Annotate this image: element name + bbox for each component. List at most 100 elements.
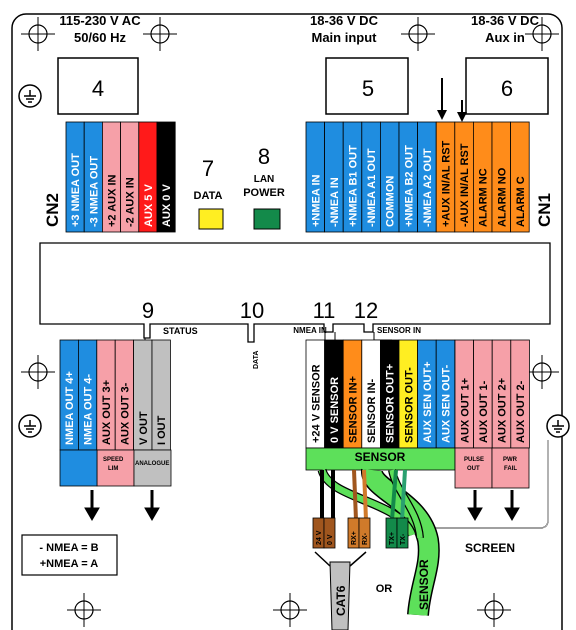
nmea-legend-b: - NMEA = B bbox=[39, 542, 98, 554]
aux-in-label: Aux in bbox=[485, 30, 525, 45]
speed-lim-label: SPEED bbox=[103, 457, 124, 463]
sensor-in-port-number: 12 bbox=[354, 298, 378, 323]
data-port-label: DATA bbox=[253, 351, 260, 369]
terminal-nmea-b1-out: +NMEA B1 OUT bbox=[342, 121, 363, 233]
terminal-label: SENSOR IN- bbox=[366, 378, 378, 443]
ground-icon bbox=[546, 414, 570, 438]
terminal-24-v-sensor: +24 V SENSOR bbox=[305, 339, 326, 449]
terminal-aux-out-3: AUX OUT 3+ bbox=[96, 339, 116, 451]
svg-text:0 V: 0 V bbox=[327, 534, 334, 545]
terminal-label: I OUT bbox=[156, 415, 168, 445]
cat6-wire-0-v: 0 V bbox=[323, 517, 336, 549]
terminal-nmea-a1-out: -NMEA A1 OUT bbox=[361, 121, 381, 233]
terminal-sensor-in: SENSOR IN- bbox=[361, 339, 381, 449]
terminal-label: AUX OUT 3+ bbox=[101, 380, 113, 445]
terminal-label: -2 AUX IN bbox=[125, 177, 137, 227]
terminal-label: AUX OUT 3- bbox=[119, 382, 131, 445]
screen-label: SCREEN bbox=[465, 541, 515, 555]
nmea-in-port-number: 11 bbox=[313, 298, 336, 323]
lan-led-number: 8 bbox=[258, 144, 270, 169]
cat6-wire-24-v: 24 V bbox=[312, 517, 325, 549]
terminal-label: AUX SEN OUT+ bbox=[422, 361, 434, 443]
terminal-label: ALARM NC bbox=[478, 168, 490, 227]
cn2-terminal-block: +3 NMEA OUT -3 NMEA OUT +2 AUX IN -2 AUX IN… bbox=[65, 121, 176, 233]
cat6-label: CAT6 bbox=[334, 585, 348, 616]
sensor-terminal-block: +24 V SENSOR 0 V SENSOR SENSOR IN+ SENSOR I… bbox=[305, 339, 456, 471]
terminal-aux-in-al-rst: +AUX IN/AL RST bbox=[435, 121, 456, 233]
terminal-aux-in-al-rst: -AUX IN/AL RST bbox=[454, 121, 474, 233]
pulse-out-label-2: OUT bbox=[467, 466, 480, 472]
terminal-label: AUX 5 V bbox=[143, 184, 155, 227]
ac-frequency-label: 50/60 Hz bbox=[74, 30, 127, 45]
nmea-legend-box bbox=[21, 534, 118, 576]
terminal-label: COMMON bbox=[385, 176, 397, 227]
terminal-nmea-out-4: NMEA OUT 4- bbox=[78, 339, 98, 451]
main-input-label: Main input bbox=[312, 30, 378, 45]
terminal-nmea-in: -NMEA IN bbox=[324, 121, 344, 233]
terminal-label: AUX SEN OUT- bbox=[441, 364, 453, 443]
terminal-label: SENSOR IN+ bbox=[348, 376, 360, 443]
terminal-label: AUX 0 V bbox=[161, 184, 173, 227]
cat6-wire-rx: RX- bbox=[358, 517, 371, 549]
terminal-label: AUX OUT 2- bbox=[515, 380, 527, 443]
cn1-terminal-block: +NMEA IN-NMEA IN+NMEA B1 OUT-NMEA A1 OUT… bbox=[305, 121, 530, 233]
cat6-wire-tx: TX+ bbox=[385, 517, 398, 549]
power-led-label: POWER bbox=[243, 187, 285, 199]
terminal-3-nmea-out: +3 NMEA OUT bbox=[65, 121, 85, 233]
terminal-aux-sen-out: AUX SEN OUT- bbox=[435, 339, 456, 449]
terminal-label: +2 AUX IN bbox=[107, 174, 119, 227]
terminal-label: -3 NMEA OUT bbox=[88, 156, 100, 227]
pulse-out-group: PULSE OUT bbox=[454, 447, 493, 489]
svg-text:RX-: RX- bbox=[362, 532, 369, 545]
terminal-label: -NMEA IN bbox=[329, 177, 341, 227]
lower-right-terminal-block: AUX OUT 1+AUX OUT 1-AUX OUT 2+AUX OUT 2-… bbox=[454, 339, 530, 489]
terminal-label: +24 V SENSOR bbox=[310, 364, 322, 443]
terminal-label: ALARM C bbox=[515, 176, 527, 227]
terminal-i-out: I OUT bbox=[151, 339, 171, 451]
status-port-label: STATUS bbox=[163, 326, 198, 336]
output-arrows bbox=[84, 490, 520, 521]
terminal-label: -NMEA A2 OUT bbox=[422, 148, 434, 227]
aux-in-connector bbox=[465, 57, 549, 115]
terminal-alarm-no: ALARM NO bbox=[491, 121, 512, 233]
terminal-label: +NMEA B2 OUT bbox=[403, 145, 415, 227]
terminal-nmea-out-4: NMEA OUT 4+ bbox=[59, 339, 79, 451]
lan-led-label: LAN bbox=[254, 174, 275, 185]
svg-text:RX+: RX+ bbox=[351, 531, 358, 545]
terminal-aux-out-2: AUX OUT 2- bbox=[510, 339, 530, 449]
lan-power-led bbox=[253, 208, 281, 230]
nmea-in-port-label: NMEA IN bbox=[293, 326, 327, 335]
pulse-out-label: PULSE bbox=[464, 457, 484, 463]
terminal-nmea-in: +NMEA IN bbox=[305, 121, 326, 233]
cat6-wire-rx: RX+ bbox=[347, 517, 360, 549]
terminal-0-v-sensor: 0 V SENSOR bbox=[324, 339, 344, 449]
pwr-fail-label: PWR bbox=[503, 457, 518, 463]
terminal-sensor-in: SENSOR IN+ bbox=[342, 339, 363, 449]
terminal-label: AUX OUT 2+ bbox=[497, 378, 509, 443]
data-led-number: 7 bbox=[202, 156, 214, 181]
cn2-label: CN2 bbox=[43, 193, 62, 227]
terminal-aux-5-v: AUX 5 V bbox=[138, 121, 158, 233]
ac-input-number: 4 bbox=[92, 76, 104, 101]
terminal-alarm-nc: ALARM NC bbox=[472, 121, 493, 233]
terminal-nmea-a2-out: -NMEA A2 OUT bbox=[417, 121, 437, 233]
terminal-aux-out-1: AUX OUT 1+ bbox=[454, 339, 475, 449]
data-led-label: DATA bbox=[194, 190, 223, 202]
analogue-group: ANALOGUE bbox=[133, 449, 172, 487]
terminal-alarm-c: ALARM C bbox=[510, 121, 530, 233]
terminal-2-aux-in: +2 AUX IN bbox=[102, 121, 122, 233]
terminal-label: AUX OUT 1+ bbox=[459, 378, 471, 443]
terminal-label: SENSOR OUT+ bbox=[385, 364, 397, 443]
svg-text:24 V: 24 V bbox=[316, 530, 323, 545]
terminal-label: ALARM NO bbox=[496, 167, 508, 227]
terminal-sensor-out: SENSOR OUT- bbox=[398, 339, 419, 449]
terminal-label: -NMEA A1 OUT bbox=[366, 148, 378, 227]
terminal-label: +3 NMEA OUT bbox=[70, 153, 82, 227]
terminal-label: 0 V SENSOR bbox=[329, 377, 341, 443]
terminal-label: +AUX IN/AL RST bbox=[441, 140, 453, 227]
mounting-holes bbox=[21, 17, 559, 627]
sensor-bar-label: SENSOR bbox=[355, 450, 406, 464]
